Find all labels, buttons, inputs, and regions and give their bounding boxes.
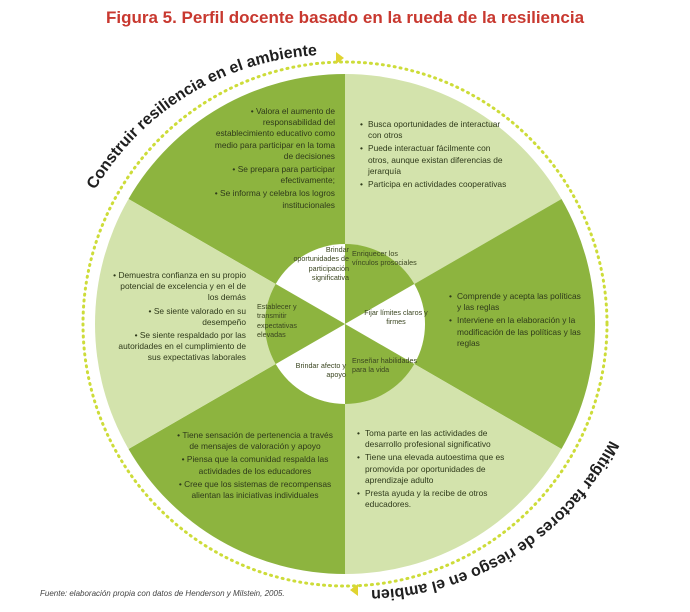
list-item: Toma parte en las actividades de desarro… [357, 428, 507, 450]
list-item: Se siente respaldado por las autoridades… [108, 330, 246, 364]
text-bottom-right: Toma parte en las actividades de desarro… [357, 428, 507, 512]
list-item: Puede interactuar fácilmente con otros, … [360, 143, 510, 177]
list-item: Busca oportunidades de interactuar con o… [360, 119, 510, 141]
list-item: Valora el aumento de responsabilidad del… [208, 106, 335, 162]
inner-sector-left [264, 284, 345, 364]
arrow-top-icon [336, 52, 344, 64]
list-item: Piensa que la comunidad respalda las act… [172, 454, 338, 476]
inner-label-left: Establecer y transmitir expectativas ele… [257, 302, 297, 340]
list-item: Se prepara para participar efectivamente… [208, 164, 335, 186]
text-left: Demuestra confianza en su propio potenci… [108, 270, 246, 366]
inner-sector-top [275, 244, 345, 324]
list-item: Cree que los sistemas de recompensas ali… [172, 479, 338, 501]
list-item: Presta ayuda y la recibe de otros educad… [357, 488, 507, 510]
inner-sector-right [345, 284, 426, 364]
list-item: Participa en actividades cooperativas [360, 179, 510, 190]
dotted-ring [81, 60, 609, 588]
inner-label-top-right: Enriquecer los vínculos prosociales [352, 249, 417, 268]
inner-sector-bottom [275, 324, 345, 404]
list-item: Se informa y celebra los logros instituc… [208, 188, 335, 210]
inner-sector-bottom-right [345, 324, 415, 405]
text-bottom-left: Tiene sensación de pertenencia a través … [172, 430, 338, 503]
figure-title: Figura 5. Perfil docente basado en la ru… [105, 8, 585, 27]
inner-label-right: Fijar límites claros y firmes [364, 308, 428, 327]
list-item: Tiene una elevada autoestima que es prom… [357, 452, 507, 486]
arrow-bottom-icon [350, 584, 358, 596]
text-right: Comprende y acepta las políticas y las r… [449, 291, 587, 351]
source-note: Fuente: elaboración propia con datos de … [40, 589, 285, 598]
text-top-right: Busca oportunidades de interactuar con o… [360, 119, 510, 192]
inner-label-top: Brindar oportunidades de participación s… [293, 245, 349, 283]
list-item: Se siente valorado en su desempeño [108, 306, 246, 328]
inner-label-bottom-right: Enseñar habilidades para la vida [352, 356, 418, 375]
list-item: Demuestra confianza en su propio potenci… [108, 270, 246, 304]
list-item: Interviene en la elaboración y la modifi… [449, 315, 587, 349]
list-item: Tiene sensación de pertenencia a través … [172, 430, 338, 452]
inner-sector-top-right [345, 244, 415, 324]
list-item: Comprende y acepta las políticas y las r… [449, 291, 587, 313]
text-top-left: Valora el aumento de responsabilidad del… [208, 106, 335, 213]
inner-label-bottom: Brindar afecto y apoyo [295, 361, 346, 380]
